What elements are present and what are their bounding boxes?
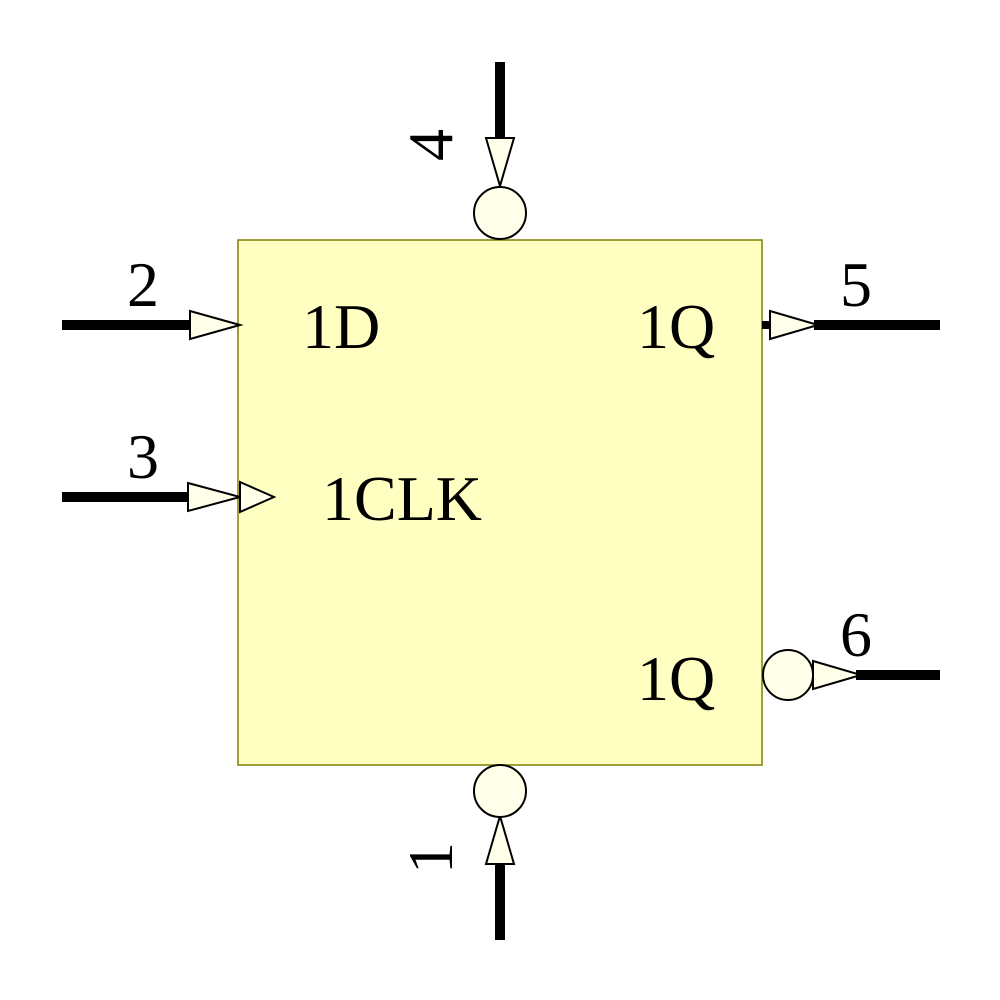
pin4-arrowhead-icon[interactable] (484, 137, 516, 190)
port-label-1q-bar: 1Q (637, 643, 715, 714)
port-label-1d: 1D (302, 291, 380, 362)
pin6-number: 6 (840, 599, 872, 670)
pin3-arrowhead-icon[interactable] (187, 481, 244, 513)
pin5-number: 5 (840, 249, 872, 320)
port-label-1q: 1Q (637, 291, 715, 362)
pin5-arrowhead-icon[interactable] (769, 309, 822, 341)
pin1-inversion-bubble-icon[interactable] (473, 764, 527, 818)
port-label-1clk: 1CLK (322, 463, 482, 534)
pin4-inversion-bubble-icon[interactable] (473, 186, 527, 240)
pin1-arrowhead-icon[interactable] (484, 812, 516, 865)
component-body[interactable] (237, 239, 763, 766)
pin1-number: 1 (395, 842, 466, 874)
pin2-arrowhead-icon[interactable] (189, 309, 244, 341)
pin6-inversion-bubble-icon[interactable] (762, 649, 814, 701)
pin4-number: 4 (395, 129, 466, 161)
pin6-arrowhead-icon[interactable] (812, 659, 865, 691)
pin3-number: 3 (127, 421, 159, 492)
pin2-number: 2 (127, 249, 159, 320)
pin3-clock-edge-icon (239, 480, 277, 514)
